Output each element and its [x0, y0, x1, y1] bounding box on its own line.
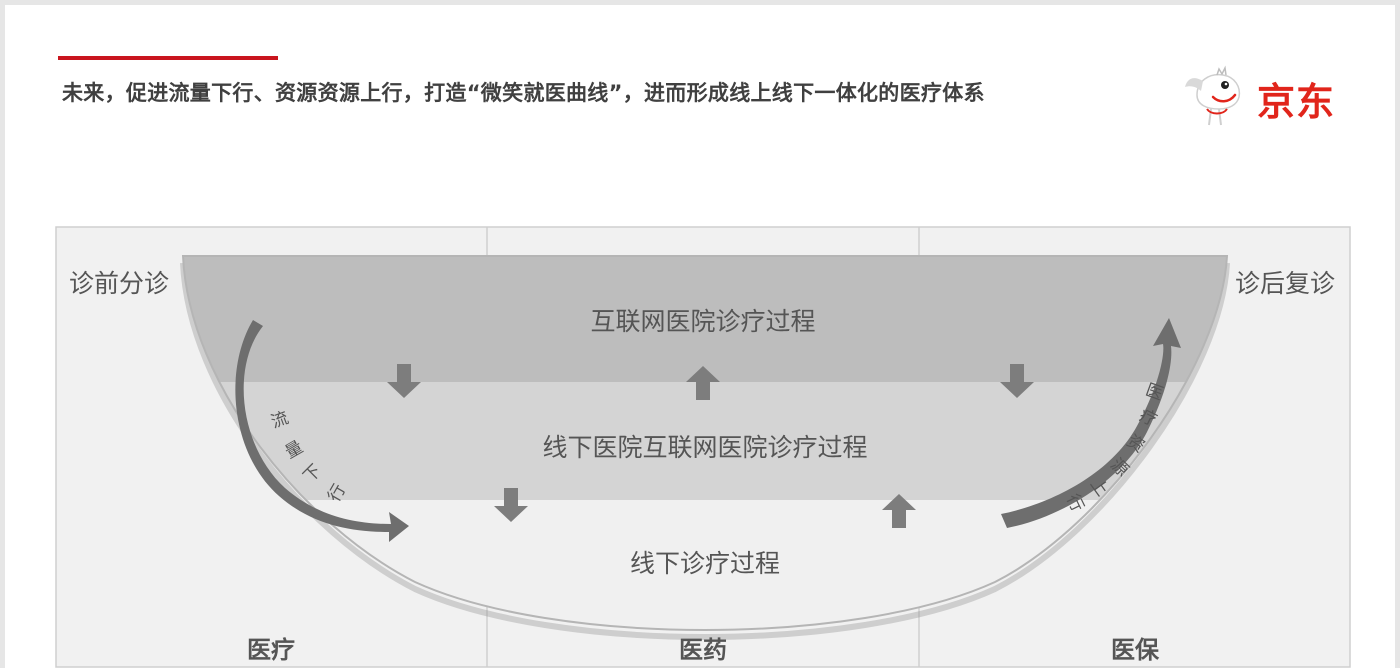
- title-accent-line: [58, 56, 278, 60]
- arrow-down-icon: [1000, 364, 1034, 398]
- traffic-down-curve-arrow: [235, 320, 409, 542]
- column-label-medical: 医疗: [247, 636, 295, 664]
- pre-diagnosis-label: 诊前分诊: [69, 269, 170, 298]
- diagram-graphic: [55, 226, 1351, 668]
- jd-mascot-icon: [1185, 65, 1241, 126]
- page-title: 未来，促进流量下行、资源资源上行，打造“微笑就医曲线”，进而形成线上线下一体化的…: [62, 81, 985, 105]
- follow-up-label: 诊后复诊: [1235, 269, 1336, 298]
- logo-text: 京东: [1257, 80, 1336, 124]
- bowl-outline: [181, 255, 1229, 631]
- bowl-shadow: [180, 262, 1230, 640]
- smile-curve-diagram: 诊前分诊 诊后复诊 互联网医院诊疗过程 线下医院互联网医院诊疗过程 线下诊疗过程…: [55, 226, 1351, 668]
- jd-logo: 京东: [1183, 65, 1363, 129]
- column-label-pharma: 医药: [679, 636, 727, 664]
- column-label-insurance: 医保: [1111, 636, 1159, 664]
- arrow-down-icon: [494, 488, 528, 522]
- resource-up-curve-arrow: [1001, 318, 1181, 528]
- band-hybrid-label: 线下医院互联网医院诊疗过程: [542, 433, 868, 462]
- arrow-up-icon: [686, 366, 720, 400]
- band-online: [183, 256, 1227, 382]
- band-online-label: 互联网医院诊疗过程: [590, 307, 816, 336]
- band-offline-label: 线下诊疗过程: [629, 549, 781, 578]
- arrow-up-icon: [882, 494, 916, 528]
- slide: 未来，促进流量下行、资源资源上行，打造“微笑就医曲线”，进而形成线上线下一体化的…: [5, 5, 1395, 668]
- arrow-down-icon: [387, 364, 421, 398]
- band-hybrid: [183, 382, 1227, 500]
